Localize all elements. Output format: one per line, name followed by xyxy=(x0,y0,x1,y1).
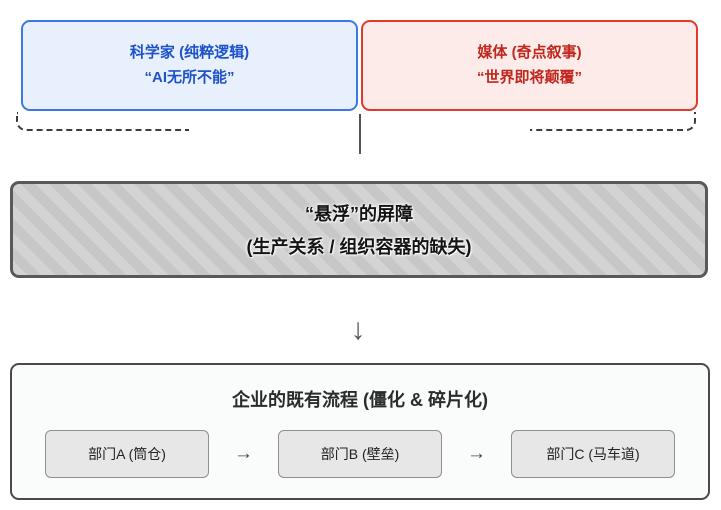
flow-arrow-icon: → xyxy=(234,443,253,464)
dept-box-a-label: 部门A (筒仓) xyxy=(88,446,166,462)
process-container: 企业的既有流程 (僵化 & 碎片化) 部门A (筒仓) → 部门B (壁垒) →… xyxy=(10,363,710,500)
media-box-quote: “世界即将颠覆” xyxy=(476,69,582,86)
scientist-box: 科学家 (纯粹逻辑) “AI无所不能” xyxy=(21,20,358,111)
media-box: 媒体 (奇点叙事) “世界即将颠覆” xyxy=(361,20,698,111)
dept-box-c-label: 部门C (马车道) xyxy=(546,446,640,462)
barrier-box: “悬浮”的屏障 (生产关系 / 组织容器的缺失) xyxy=(10,181,708,278)
right-dashed-bracket xyxy=(530,112,696,131)
center-connector-line xyxy=(359,114,361,154)
department-row: 部门A (筒仓) → 部门B (壁垒) → 部门C (马车道) xyxy=(12,430,708,478)
scientist-box-title: 科学家 (纯粹逻辑) xyxy=(129,43,250,61)
left-dashed-bracket xyxy=(16,112,189,131)
process-title: 企业的既有流程 (僵化 & 碎片化) xyxy=(232,390,488,410)
media-box-title: 媒体 (奇点叙事) xyxy=(477,43,582,61)
down-arrow-icon: ↓ xyxy=(350,313,366,346)
barrier-box-line1: “悬浮”的屏障 xyxy=(305,204,413,224)
flow-arrow-icon: → xyxy=(467,443,486,464)
dept-box-a: 部门A (筒仓) xyxy=(45,430,209,478)
barrier-box-line2: (生产关系 / 组织容器的缺失) xyxy=(246,237,472,257)
dept-box-b: 部门B (壁垒) xyxy=(278,430,442,478)
dept-box-b-label: 部门B (壁垒) xyxy=(320,446,400,462)
scientist-box-quote: “AI无所不能” xyxy=(144,69,235,86)
dept-box-c: 部门C (马车道) xyxy=(511,430,675,478)
